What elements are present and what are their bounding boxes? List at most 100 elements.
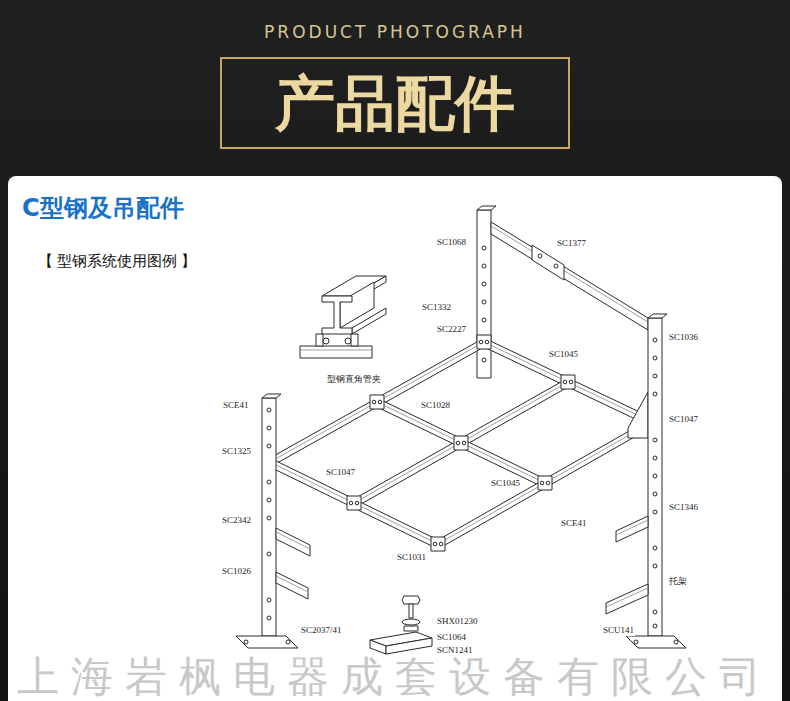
cantilever-arm [606, 584, 648, 614]
content-panel: C型钢及吊配件【 型钢系统使用图例 】 [8, 176, 782, 701]
bolt-nut-detail [370, 596, 432, 654]
beam-clamp-detail [323, 338, 329, 344]
junction-plate [462, 441, 466, 445]
left-post [286, 640, 290, 644]
callout-number: SC1325 [221, 446, 252, 457]
callout-number: SCU141 [602, 625, 635, 636]
callout-number: SC2342 [221, 515, 252, 526]
beam-clamp-detail [300, 350, 372, 351]
junction-plate [347, 335, 575, 551]
callout-number: SC1026 [221, 566, 252, 577]
part-caption: 托架 [668, 576, 688, 587]
left-post [244, 640, 248, 644]
callout-number: SC1045 [548, 349, 579, 360]
callout-number: SC1028 [420, 400, 451, 411]
frame-beam [377, 398, 545, 488]
beam-clamp-detail [345, 338, 351, 344]
frame-beam [270, 338, 652, 549]
right-post [653, 546, 657, 550]
beam-clamp-detail [352, 308, 386, 334]
frame-beam [484, 342, 652, 422]
left-post [267, 616, 271, 620]
right-post [653, 564, 657, 568]
junction-plate [349, 501, 353, 505]
frame-beam [270, 458, 438, 549]
section-subtitle: 【 型钢系统使用图例 】 [38, 252, 196, 270]
frame-beam [377, 402, 545, 483]
frame-beam [438, 422, 652, 544]
junction-plate [433, 542, 437, 546]
callout-number: SHX01230 [436, 616, 479, 627]
back-post [477, 206, 496, 210]
top-beam [538, 254, 542, 258]
junction-plate [355, 501, 359, 505]
callout-number: SC1377 [556, 238, 587, 249]
steel-frame [236, 206, 686, 654]
callout-number: SCE41 [222, 400, 250, 411]
junction-plate [569, 380, 573, 384]
right-post [648, 314, 667, 318]
right-post [653, 510, 657, 514]
back-post [482, 318, 486, 322]
right-post [653, 456, 657, 460]
cantilever-arm [276, 528, 310, 556]
beam-clamp-detail [300, 346, 372, 358]
left-post [267, 408, 271, 412]
back-post [482, 246, 486, 250]
right-post [626, 636, 686, 648]
right-post [653, 624, 657, 628]
beam-clamp-detail [351, 334, 358, 346]
beam-clamp-detail [322, 296, 352, 334]
callout-number: SC1045 [490, 478, 521, 489]
back-post [482, 282, 486, 286]
junction-plate [538, 476, 552, 490]
page-title: PRODUCT PHOTOGRAPH [0, 22, 790, 42]
right-post [674, 640, 678, 644]
cantilever-arm [276, 572, 308, 599]
left-post [267, 426, 271, 430]
junction-plate [378, 400, 382, 404]
right-post [653, 374, 657, 378]
clamp-caption: 型钢直角管夹 [326, 374, 382, 385]
left-post [262, 394, 281, 398]
left-post [267, 444, 271, 448]
junction-plate [456, 441, 460, 445]
junction-plate [347, 496, 361, 510]
top-beam [491, 222, 648, 330]
back-post [482, 358, 486, 362]
white-panel [8, 176, 782, 701]
cantilever-arm [616, 516, 648, 542]
bolt-nut-detail [370, 640, 386, 654]
back-post [482, 300, 486, 304]
left-post [236, 636, 298, 648]
bolt-nut-detail [409, 604, 413, 618]
callout-number: SC1332 [421, 302, 452, 313]
right-post [653, 392, 657, 396]
bolt-nut-detail [402, 596, 420, 604]
right-post [653, 438, 657, 442]
back-post [482, 264, 486, 268]
right-post [653, 338, 657, 342]
callout-number: SC1068 [436, 237, 467, 248]
right-post [653, 356, 657, 360]
callout-number: SC1031 [396, 552, 427, 563]
left-post [262, 398, 276, 636]
junction-plate [372, 400, 376, 404]
callout-number: SCE41 [560, 518, 588, 529]
callout-number: SC1036 [668, 332, 699, 343]
junction-plate [561, 375, 575, 389]
bolt-nut-detail [402, 619, 420, 625]
bolt-nut-detail [386, 638, 432, 654]
cantilever-arm [616, 520, 648, 535]
section-title: C型钢及吊配件 [22, 194, 184, 223]
callout-number: SC1064 [436, 632, 467, 643]
junction-plate [454, 436, 468, 450]
junction-plate [540, 481, 544, 485]
top-beam [532, 245, 564, 280]
right-post [634, 640, 638, 644]
junction-plate [479, 340, 483, 344]
left-post [267, 598, 271, 602]
right-post [648, 318, 662, 636]
heading-text: 产品配件 [275, 67, 515, 139]
